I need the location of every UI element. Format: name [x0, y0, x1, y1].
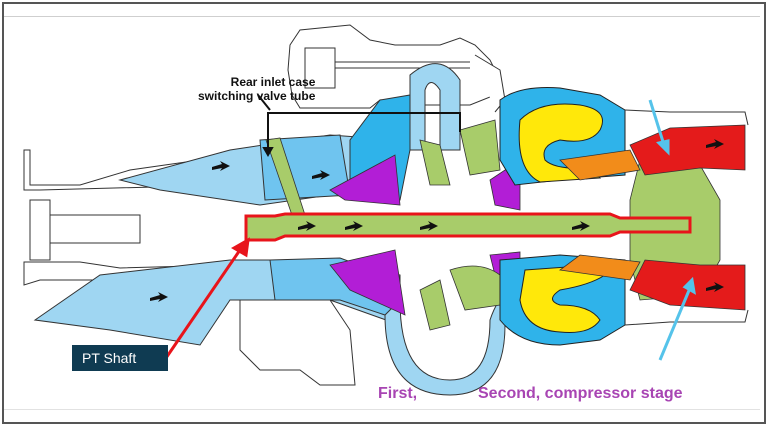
first-stage-label: First, — [378, 385, 418, 402]
lower-casing — [239, 299, 356, 386]
second-stage-label: Second, compressor stage — [478, 385, 683, 402]
pt-shaft-highlight — [244, 212, 692, 242]
outer-casing — [624, 109, 749, 326]
turbine-gas-upper — [559, 124, 746, 181]
top-rule — [4, 16, 760, 17]
rear-inlet-callout-line1: Rear inlet case — [230, 75, 316, 89]
rear-inlet-callout: Rear inlet case switching valve tube — [198, 75, 315, 103]
combustor-lower — [499, 254, 626, 346]
pt-shaft-pointer — [164, 237, 250, 359]
bottom-rule — [4, 409, 760, 410]
flow-arrows — [150, 139, 724, 302]
rear-inlet-callout-line2: switching valve tube — [198, 89, 316, 103]
cooling-arrows — [648, 99, 696, 361]
compressor-impellers — [329, 154, 521, 316]
turbine-gas-lower — [558, 254, 746, 311]
switching-valve-tube-callout — [257, 94, 461, 158]
pt-shaft-label: PT Shaft — [72, 345, 168, 371]
